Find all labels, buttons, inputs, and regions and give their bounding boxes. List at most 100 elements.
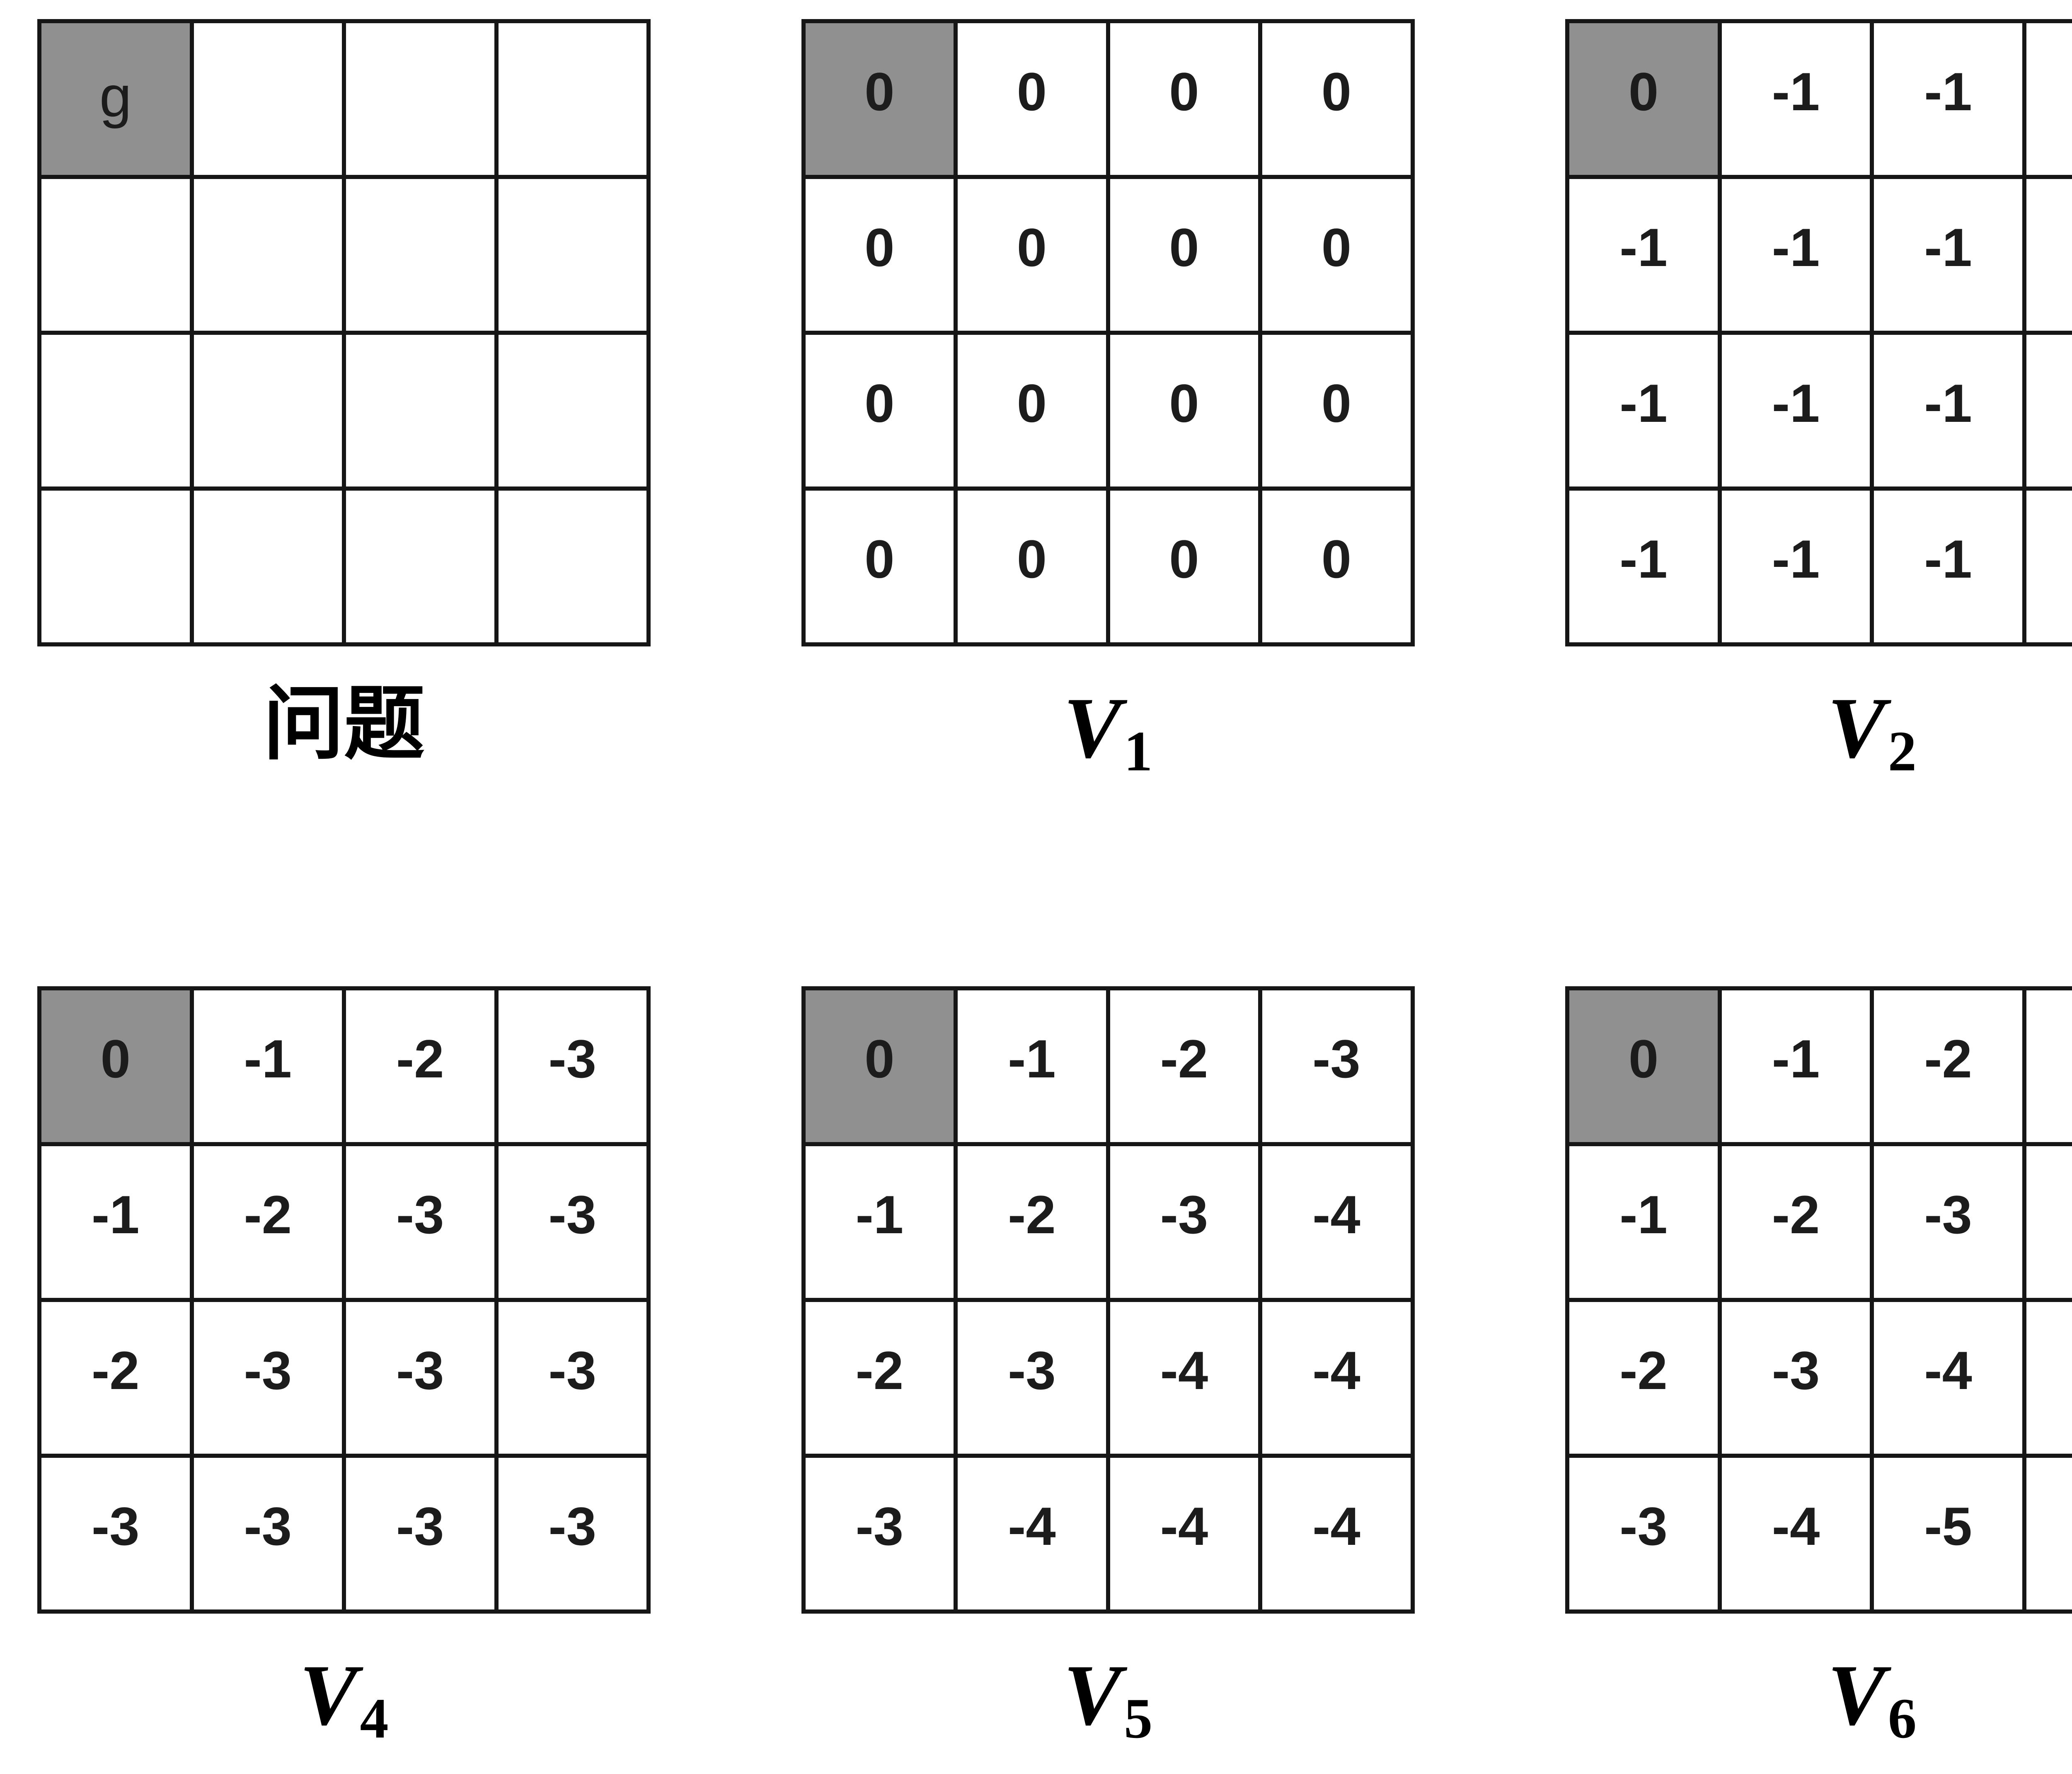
grid-cell: 0 (803, 489, 956, 644)
grid-cell: -1 (2024, 489, 2072, 644)
cell-value: -3 (244, 1340, 292, 1401)
grid-cell (344, 177, 496, 333)
grid-cell: -2 (1719, 1144, 1872, 1300)
grid-cell: -3 (2024, 988, 2072, 1144)
grid-cell: -1 (1719, 21, 1872, 177)
grid-cell: 0 (1108, 333, 1261, 489)
caption-subscript: 4 (360, 1687, 389, 1750)
cell-value: 0 (1169, 61, 1199, 122)
cell-value: -3 (1924, 1184, 1972, 1245)
cell-value: -2 (244, 1184, 292, 1245)
grid-cell: 0 (956, 489, 1108, 644)
grid-cell: -3 (956, 1300, 1108, 1456)
cell-value: -3 (548, 1340, 597, 1401)
cell-value: -1 (1619, 217, 1668, 278)
grid-cell: -4 (1260, 1300, 1413, 1456)
grid-cell (191, 177, 344, 333)
grid-cell: -1 (2024, 177, 2072, 333)
grid-cell: -3 (344, 1300, 496, 1456)
grid-cell: -3 (1719, 1300, 1872, 1456)
cell-value: 0 (1321, 373, 1352, 433)
grid-cell (39, 489, 192, 644)
cell-value: -3 (1772, 1340, 1820, 1401)
cell-value: -3 (1312, 1029, 1360, 1089)
cell-value: 0 (1169, 529, 1199, 589)
grid-cell: -3 (496, 988, 649, 1144)
cell-value: 0 (1628, 1029, 1659, 1089)
cell-value: -1 (1772, 217, 1820, 278)
cell-value: -1 (244, 1029, 292, 1089)
problem-grid: g (37, 19, 651, 646)
grid-cell (496, 489, 649, 644)
grid-cell: 0 (1108, 177, 1261, 333)
grid-cell: -2 (1872, 988, 2024, 1144)
grid-cell: -2 (344, 988, 496, 1144)
cell-value: -1 (1924, 373, 1972, 433)
grid-cell: -1 (1567, 333, 1720, 489)
cell-value: 0 (864, 61, 895, 122)
grid-cell: -4 (1108, 1300, 1261, 1456)
grid-cell: -1 (1872, 333, 2024, 489)
grid-cell: -1 (1719, 177, 1872, 333)
cell-value: -1 (1924, 217, 1972, 278)
cell-value: -3 (1008, 1340, 1056, 1401)
cell-value: -1 (855, 1184, 904, 1245)
grid-cell: -3 (496, 1300, 649, 1456)
grid-cell: 0 (803, 177, 956, 333)
grid-cell: -1 (956, 988, 1108, 1144)
cell-value: g (99, 64, 132, 129)
cell-value: 0 (1169, 217, 1199, 278)
cell-value: -3 (1619, 1496, 1668, 1556)
grid-cell: -3 (1567, 1456, 1720, 1612)
cell-value: 0 (100, 1029, 131, 1089)
cell-value: 0 (864, 529, 895, 589)
grid-cell: 0 (956, 333, 1108, 489)
grid-cell: -4 (1872, 1300, 2024, 1456)
cell-value: -1 (1619, 529, 1668, 589)
grid-cell: -1 (1567, 177, 1720, 333)
grid-cell: -1 (1872, 177, 2024, 333)
grid-cell (191, 333, 344, 489)
cell-value: -4 (1312, 1340, 1360, 1401)
grid-cell: -4 (1260, 1456, 1413, 1612)
cell-value: -2 (1008, 1184, 1056, 1245)
cell-value: -1 (1772, 529, 1820, 589)
cell-value: -4 (1160, 1496, 1208, 1556)
grid-cell: -1 (803, 1144, 956, 1300)
grid-cell: -1 (2024, 333, 2072, 489)
grid-cell: -2 (803, 1300, 956, 1456)
grid-cell (344, 21, 496, 177)
cell-value: 0 (864, 1029, 895, 1089)
grid-cell: -1 (1567, 1144, 1720, 1300)
cell-value: -3 (548, 1184, 597, 1245)
grid-cell (39, 333, 192, 489)
cell-value: -2 (1160, 1029, 1208, 1089)
cell-value: -2 (1772, 1184, 1820, 1245)
grid-cell (344, 489, 496, 644)
goal-cell: 0 (803, 21, 956, 177)
value-grid-v4: 0-1-2-3-1-2-3-3-2-3-3-3-3-3-3-3 (37, 986, 651, 1614)
grid-cell: 0 (1260, 489, 1413, 644)
grid-cell: -1 (39, 1144, 192, 1300)
grid-cell: -3 (496, 1144, 649, 1300)
grid-cell: -1 (1719, 333, 1872, 489)
cell-value: -1 (1619, 1184, 1668, 1245)
grid-cell: -3 (803, 1456, 956, 1612)
cell-value: -1 (1924, 529, 1972, 589)
grid-cell: 0 (803, 333, 956, 489)
cell-value: 0 (1017, 529, 1047, 589)
grid-cell (496, 21, 649, 177)
cell-value: 0 (1321, 217, 1352, 278)
grid-cell: -2 (956, 1144, 1108, 1300)
grid-cell: -2 (1567, 1300, 1720, 1456)
grid-cell: 0 (1108, 21, 1261, 177)
cell-value: -3 (548, 1029, 597, 1089)
caption-subscript: 2 (1888, 719, 1917, 783)
grid-cell: -2 (39, 1300, 192, 1456)
caption-text: 问题 (263, 680, 425, 770)
